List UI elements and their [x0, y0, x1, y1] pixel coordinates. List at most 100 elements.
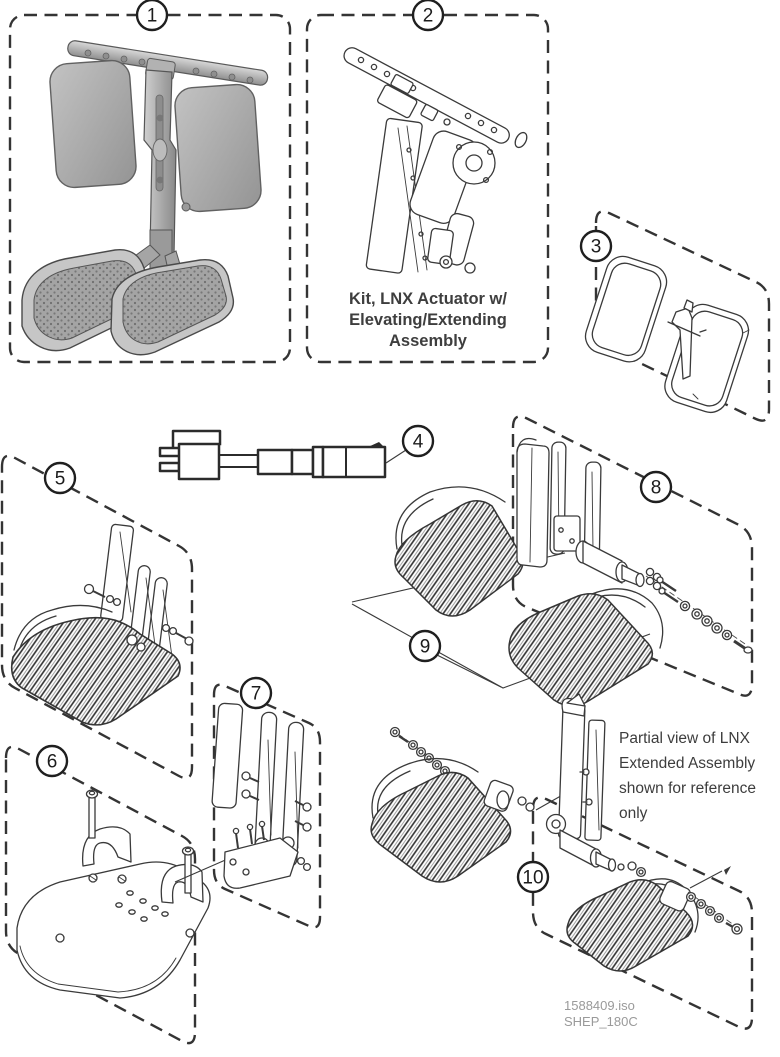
pads-illustration — [584, 255, 750, 414]
tube-clamp — [377, 84, 418, 119]
sheet-code: SHEP_180C — [564, 1014, 638, 1029]
callout-1: 1 — [135, 0, 169, 32]
callout-3-number: 3 — [591, 237, 602, 258]
plug-prong — [158, 461, 181, 473]
partial-view-note: Partial view of LNX Extended Assembly sh… — [619, 730, 756, 822]
cable-hook-wire — [171, 429, 222, 451]
callout-9-number: 9 — [420, 637, 431, 658]
drawing-reference: 1588409.iso SHEP_180C — [564, 998, 638, 1030]
screws-mid — [241, 771, 260, 801]
callout-8: 8 — [639, 470, 673, 504]
screw-set-left — [83, 583, 122, 607]
clamp-bolt-right — [181, 846, 195, 894]
side-panel — [211, 702, 244, 809]
hanger-bar — [254, 711, 278, 855]
section-5 — [0, 454, 194, 780]
bracket-hardware-illustration — [211, 702, 312, 889]
pivot-assembly — [223, 820, 312, 889]
actuator-hanger-tube — [343, 47, 510, 144]
screw-washer-run-right — [685, 891, 743, 935]
axle-pin — [575, 540, 645, 588]
footplate-left — [370, 771, 512, 883]
section-2 — [305, 13, 550, 364]
cable-illustration — [158, 429, 387, 481]
left-pad-outline — [584, 255, 668, 363]
actuator-gear-housing — [452, 141, 496, 185]
callout-10: 10 — [516, 860, 550, 894]
callout-9: 9 — [408, 629, 442, 663]
kit-caption: Kit, LNX Actuator w/ Elevating/Extending… — [349, 290, 507, 350]
callout-4-number: 4 — [413, 432, 424, 453]
left-calf-pad — [49, 59, 137, 189]
screw-washer-run-left — [389, 726, 461, 779]
actuator-illustration — [343, 47, 528, 274]
callout-6: 6 — [35, 744, 69, 778]
callout-5-number: 5 — [55, 469, 66, 490]
section-7-border — [212, 683, 322, 929]
footplate-upper — [394, 500, 524, 617]
footplate-hanger-illustration — [10, 523, 194, 726]
footplate-lower — [508, 593, 654, 707]
callout-7: 7 — [239, 676, 273, 710]
callout-4-circle — [401, 424, 435, 458]
callout-2: 2 — [411, 0, 445, 32]
right-calf-pad — [174, 83, 262, 213]
hanger-tube-holes — [84, 49, 254, 84]
pad-bracket — [667, 299, 707, 380]
connector-collar — [311, 445, 325, 479]
callout-10-circle — [516, 860, 550, 894]
footrest-assembly-illustration — [21, 40, 269, 356]
callout-7-number: 7 — [251, 684, 262, 705]
plate-screws — [55, 873, 195, 943]
section-10 — [370, 693, 754, 1030]
screw-set-right — [161, 623, 194, 646]
callout-8-number: 8 — [651, 478, 662, 499]
section-6 — [4, 745, 247, 1045]
clamp-block — [553, 515, 581, 552]
screws-right — [294, 800, 312, 832]
callout-2-circle — [411, 0, 445, 32]
section-7 — [211, 683, 322, 929]
hanger-channel — [557, 693, 606, 842]
section-1 — [8, 13, 292, 364]
callout-9-leader — [436, 654, 502, 688]
extended-assembly-illustration — [370, 693, 743, 972]
connector-housing — [321, 445, 387, 479]
washer-stack — [645, 567, 753, 654]
section-8-border — [511, 415, 754, 697]
callout-4: 4 — [401, 424, 435, 458]
post — [516, 443, 550, 568]
section-6-border — [4, 745, 197, 1045]
callout-9-circle — [408, 629, 442, 663]
callout-10-number: 10 — [522, 868, 543, 889]
plug-body — [177, 442, 221, 481]
callout-7-circle — [239, 676, 273, 710]
pivot-clamp — [659, 880, 691, 912]
base-plate — [223, 837, 299, 889]
callout-6-circle — [35, 744, 69, 778]
callout-1-number: 1 — [147, 6, 158, 27]
section-3 — [584, 210, 771, 422]
plain-footplate-illustration — [16, 789, 247, 999]
section-3-border — [594, 210, 771, 422]
connector-segment — [256, 448, 294, 476]
dual-footplate-illustration — [394, 437, 753, 707]
callout-3-circle — [579, 229, 613, 263]
pivot-axle — [545, 813, 647, 878]
section-4 — [158, 429, 407, 481]
mount-post — [100, 523, 135, 623]
callout-5-circle — [43, 461, 77, 495]
callout-1-circle — [135, 0, 169, 32]
callout-6-number: 6 — [47, 752, 58, 773]
callout-2-number: 2 — [423, 6, 434, 27]
callout-5: 5 — [43, 461, 77, 495]
plate-holes — [115, 890, 169, 922]
callout-4-leader — [385, 449, 407, 464]
section-8 — [394, 415, 754, 707]
section-5-border — [0, 454, 194, 780]
callout-8-circle — [639, 470, 673, 504]
connector-segment — [290, 448, 315, 476]
callout-3: 3 — [579, 229, 613, 263]
file-reference: 1588409.iso — [564, 998, 635, 1013]
